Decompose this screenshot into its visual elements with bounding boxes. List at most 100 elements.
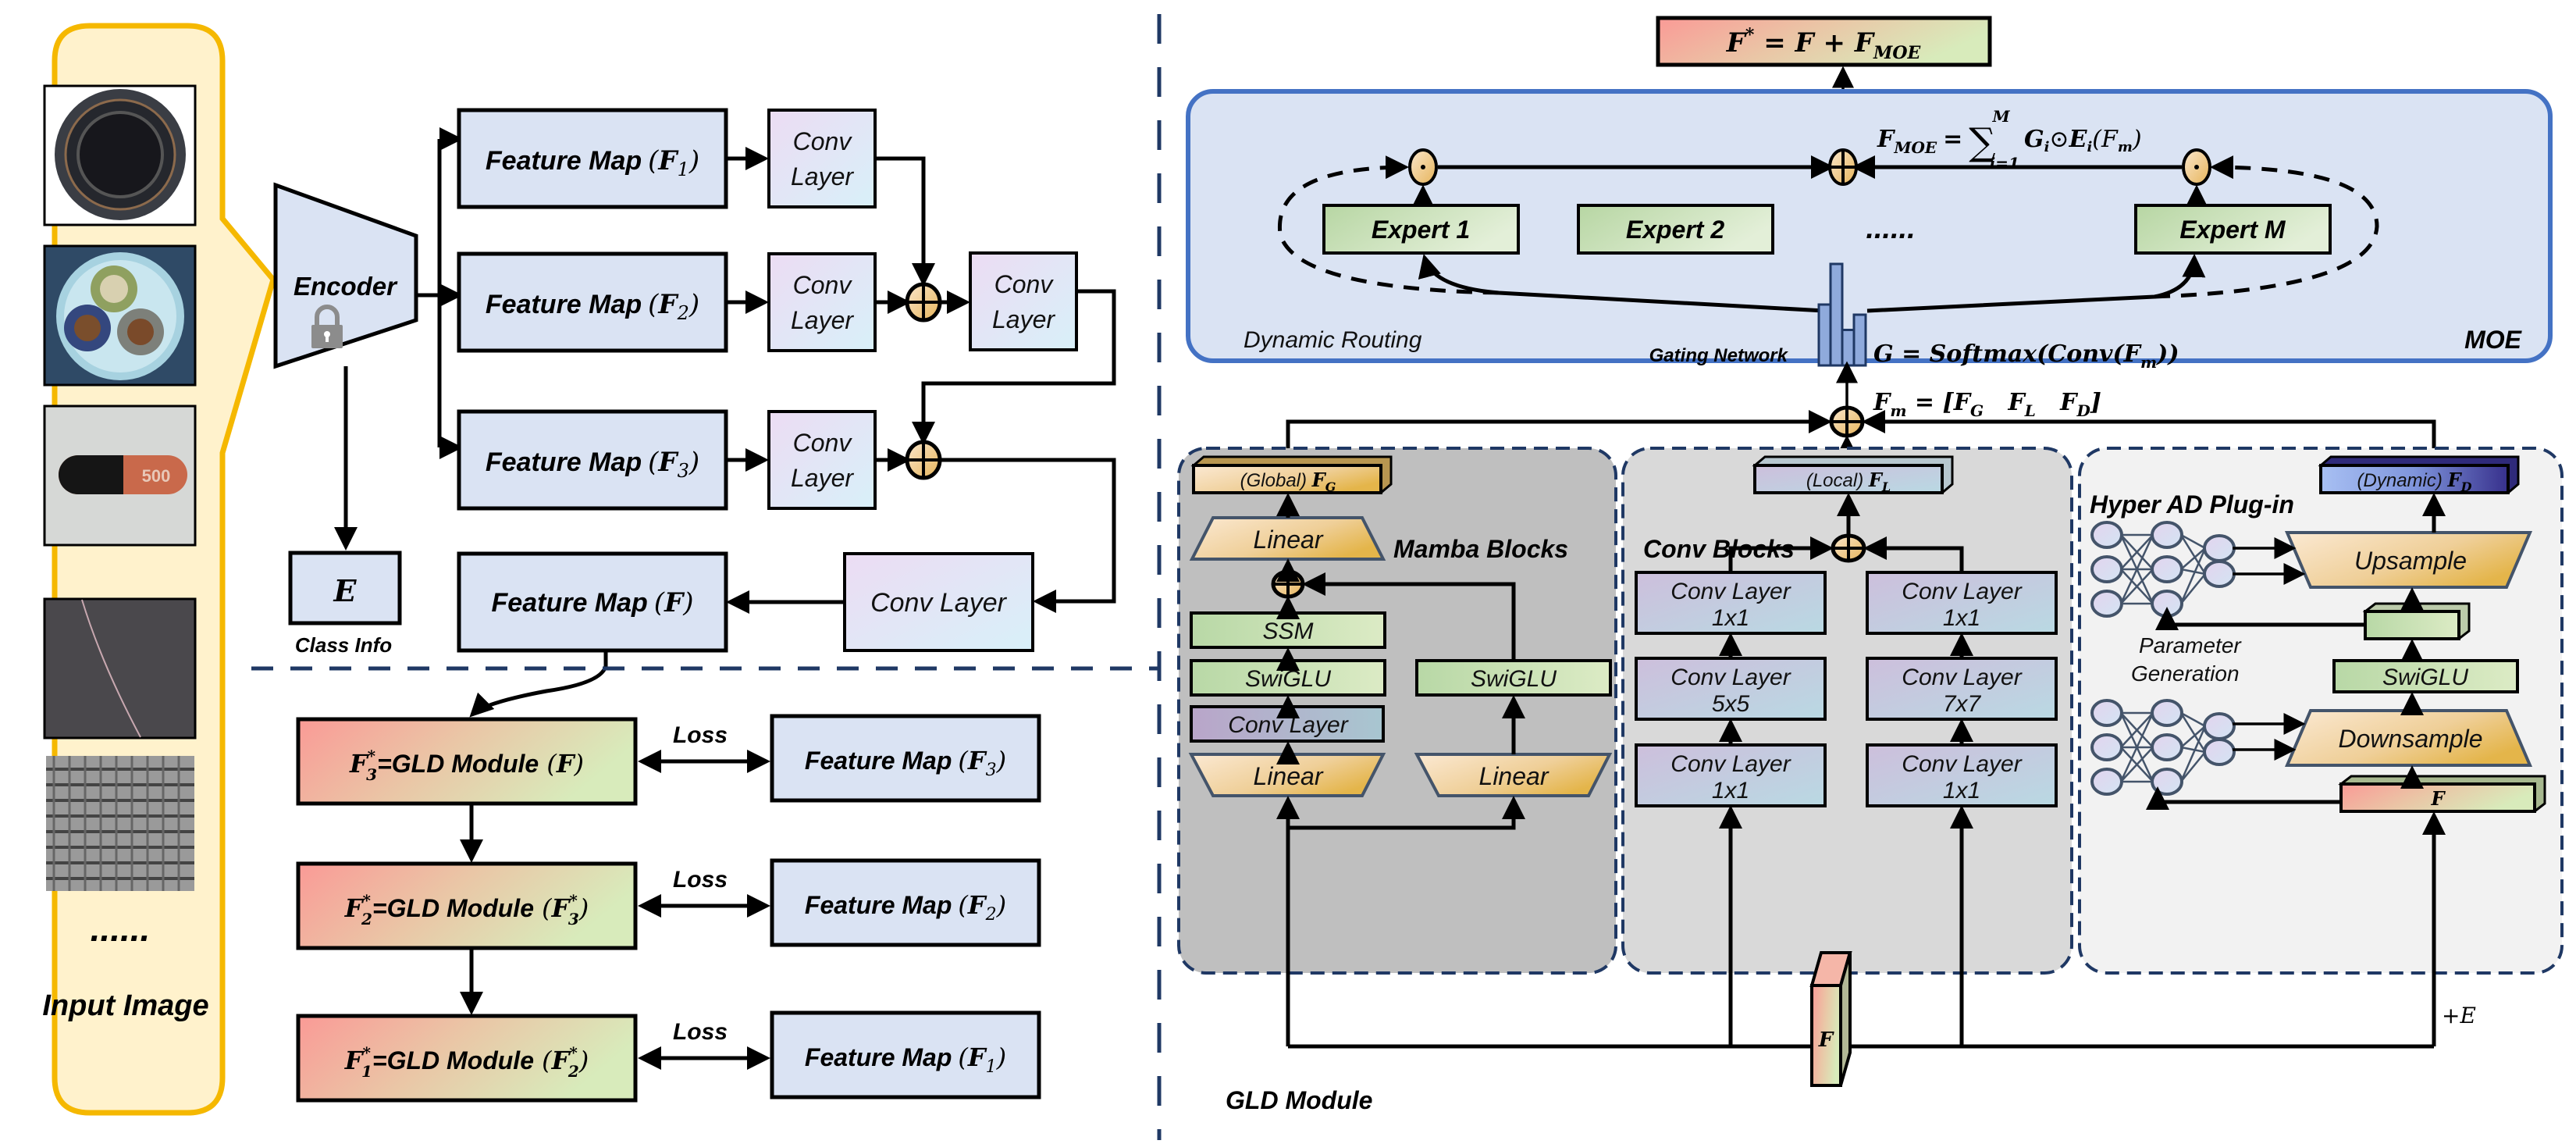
svg-text:Conv Layer: Conv Layer <box>1902 665 2022 690</box>
param-gen-line1: Parameter <box>2139 633 2242 658</box>
mamba-linear-right[interactable]: Linear <box>1414 753 1613 797</box>
moe-title: MOE <box>2464 326 2523 354</box>
expert-1[interactable]: Expert 1 <box>1322 204 1520 255</box>
neuron-node <box>2090 521 2123 549</box>
svg-text:Conv Layer: Conv Layer <box>1902 579 2022 604</box>
conv-layer-merge[interactable]: Conv Layer <box>969 251 1078 351</box>
hyper-swiglu[interactable]: SwiGLU <box>2332 659 2519 693</box>
svg-text:Expert M: Expert M <box>2179 216 2286 244</box>
svg-text:1x1: 1x1 <box>1712 605 1749 631</box>
conv-blocks-add-node <box>1831 533 1866 563</box>
svg-text:SwiGLU: SwiGLU <box>1245 666 1331 692</box>
param-gen-line2: Generation <box>2131 661 2240 686</box>
neuron-node <box>2151 555 2183 583</box>
mamba-linear-top[interactable]: Linear <box>1189 516 1386 561</box>
svg-text:Expert 2: Expert 2 <box>1626 216 1724 244</box>
class-info-box[interactable]: E <box>288 551 402 625</box>
expert-m[interactable]: Expert M <box>2134 204 2332 255</box>
svg-text:SwiGLU: SwiGLU <box>1471 666 1557 692</box>
loss-label: Loss <box>673 1019 728 1045</box>
input-image-bottle[interactable] <box>43 84 197 226</box>
svg-text:Conv Layer: Conv Layer <box>1670 665 1791 690</box>
mamba-conv-layer[interactable]: Conv Layer <box>1190 705 1385 743</box>
global-fg-block[interactable]: (Global) FG <box>1190 455 1393 494</box>
svg-text:Feature Map(F): Feature Map(F) <box>492 587 694 618</box>
svg-text:F*1=GLD Module (F*2): F*1=GLD Module (F*2) <box>344 1043 589 1081</box>
conv-layer-final[interactable]: Conv Layer <box>843 552 1034 652</box>
input-image-capsule[interactable]: 500 <box>43 404 197 547</box>
hyper-downsample[interactable]: Downsample <box>2284 709 2533 767</box>
class-info-symbol: E <box>333 573 358 608</box>
class-info-caption: Class Info <box>295 633 392 657</box>
svg-text:Layer: Layer <box>791 464 854 492</box>
gld-module-row-2[interactable]: F*2=GLD Module (F*3) <box>296 861 638 950</box>
svg-text:Layer: Layer <box>791 162 854 191</box>
mamba-swiglu-left[interactable]: SwiGLU <box>1190 659 1386 697</box>
gld-target-feature-map-2[interactable]: Feature Map(F2) <box>770 858 1041 947</box>
svg-text:Layer: Layer <box>791 306 854 334</box>
feature-map-f[interactable]: Feature Map(F) <box>457 551 728 653</box>
input-ellipsis: ...... <box>91 908 151 949</box>
svg-text:Linear: Linear <box>1479 762 1550 790</box>
neuron-node <box>2203 712 2236 740</box>
fm-concat-formula: Fm = [FG FL FD] <box>1873 389 2101 420</box>
input-image-grid[interactable] <box>46 756 194 891</box>
dynamic-fd-block[interactable]: (Dynamic) FD <box>2318 455 2520 494</box>
conv-layer-f2[interactable]: Conv Layer <box>767 252 877 352</box>
svg-text:(Global) FG: (Global) FG <box>1240 469 1336 494</box>
svg-text:Expert 1: Expert 1 <box>1372 216 1470 244</box>
concat-sum-node <box>1829 405 1865 438</box>
hypernetworks <box>2090 521 2236 796</box>
local-fl-block[interactable]: (Local) FL <box>1752 455 1954 494</box>
encoder-label: Encoder <box>294 272 398 301</box>
expert-ellipsis: ...... <box>1866 212 1915 245</box>
svg-text:SwiGLU: SwiGLU <box>2382 665 2468 690</box>
gld-target-feature-map-3[interactable]: Feature Map(F3) <box>770 714 1041 803</box>
svg-text:Linear: Linear <box>1254 762 1324 790</box>
svg-text:F: F <box>1818 1028 1834 1052</box>
gate-bar <box>1817 303 1832 367</box>
hyper-feature-block[interactable] <box>2362 602 2471 640</box>
input-image-cable[interactable] <box>43 244 197 387</box>
input-image-carpet[interactable] <box>43 597 197 740</box>
expert-2[interactable]: Expert 2 <box>1577 204 1774 255</box>
mamba-swiglu-right[interactable]: SwiGLU <box>1415 659 1612 697</box>
hyper-upsample[interactable]: Upsample <box>2284 531 2533 589</box>
gld-module-row-1[interactable]: F*1=GLD Module (F*2) <box>296 1014 638 1103</box>
gld-input-f-cube[interactable]: F <box>1809 951 1852 1087</box>
feature-map-f2[interactable]: Feature Map(F2) <box>457 251 728 353</box>
gld-module-row-3[interactable]: F*3=GLD Module (F) <box>296 717 638 806</box>
routing-lines <box>1277 155 2379 313</box>
svg-text:1x1: 1x1 <box>1943 778 1980 804</box>
hyper-input-f-block[interactable]: F <box>2338 775 2546 813</box>
neuron-node <box>2090 768 2123 796</box>
loss-label: Loss <box>673 867 728 893</box>
gld-target-feature-map-1[interactable]: Feature Map(F1) <box>770 1010 1041 1099</box>
mamba-linear-left[interactable]: Linear <box>1188 753 1386 797</box>
feature-map-f1[interactable]: Feature Map(F1) <box>457 108 728 209</box>
svg-text:F*3=GLD Module (F): F*3=GLD Module (F) <box>349 747 584 784</box>
encoder[interactable]: Encoder <box>273 182 418 369</box>
dynamic-routing-label: Dynamic Routing <box>1244 327 1422 353</box>
neuron-node <box>2090 733 2123 761</box>
svg-text:Feature Map(F3): Feature Map(F3) <box>805 746 1006 780</box>
mamba-ssm[interactable]: SSM <box>1190 611 1386 649</box>
gate-bar <box>1829 262 1844 367</box>
neuron-node <box>2151 699 2183 727</box>
conv-layer-f1[interactable]: Conv Layer <box>767 109 877 208</box>
weight-node-1 <box>1408 148 1438 186</box>
output-f-star-box[interactable]: F* = F + FMOE <box>1656 16 1992 67</box>
feature-map-f3[interactable]: Feature Map(F3) <box>457 409 728 511</box>
svg-text:Conv: Conv <box>793 271 853 299</box>
feature-map-label: Feature Map <box>486 146 642 176</box>
conv-layer-f3[interactable]: Conv Layer <box>767 410 877 510</box>
neuron-node <box>2203 560 2236 588</box>
svg-text:Conv Layer: Conv Layer <box>1670 751 1791 777</box>
